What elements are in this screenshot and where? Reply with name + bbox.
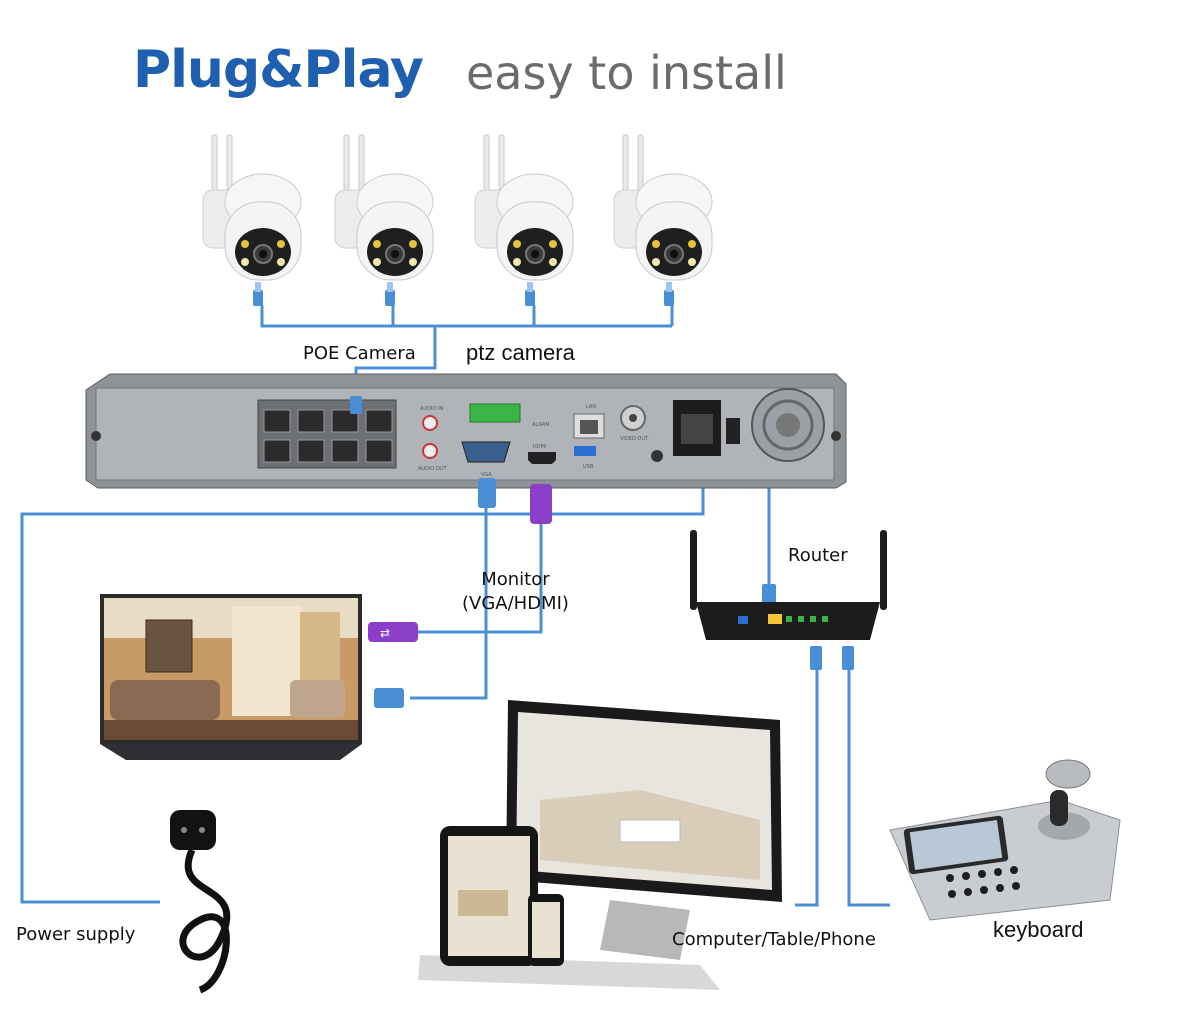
tablet-icon (440, 826, 538, 966)
camera-3-icon (474, 134, 574, 307)
phone-icon (528, 894, 564, 966)
video-out-label: VIDEO OUT (620, 436, 649, 442)
title-brand: Plug&Play (133, 40, 424, 100)
monitor-label-line1: Monitor (481, 569, 550, 590)
router-label: Router (788, 545, 848, 566)
audio-in-label: AUDIO IN (420, 406, 443, 412)
svg-text:⇄: ⇄ (380, 626, 390, 640)
hdmi-label: HDMI (533, 444, 546, 450)
title-tagline: easy to install (466, 46, 787, 100)
hdmi-cable (418, 520, 543, 634)
router-icon (690, 530, 887, 670)
vga-label: VGA (481, 472, 492, 478)
vga-plug-icon (374, 478, 496, 708)
camera-2-icon (334, 134, 434, 307)
hdmi-plug-icon: ⇄ (368, 484, 552, 642)
ptz-keyboard-icon (889, 759, 1121, 921)
power-cable-icon (170, 810, 231, 994)
ptz-camera-label: ptz camera (466, 340, 575, 365)
monitor-label-line2: (VGA/HDMI) (462, 593, 569, 614)
camera-1-icon (202, 134, 302, 307)
lan-label: LAN (586, 404, 596, 410)
keyboard-label: keyboard (993, 917, 1084, 942)
power-supply-label: Power supply (16, 924, 136, 945)
poe-camera-label: POE Camera (303, 343, 416, 364)
alarm-label: ALARM (532, 422, 550, 428)
computer-label: Computer/Table/Phone (672, 929, 876, 950)
desktop-computer-icon (418, 700, 782, 990)
camera-4-icon (613, 134, 713, 307)
monitor-label: Monitor (VGA/HDMI) (462, 568, 569, 616)
tv-monitor-icon (100, 594, 362, 760)
nvr-icon: AUDIO IN AUDIO OUT ALARM VGA HDMI LAN US… (85, 373, 847, 489)
audio-out-label: AUDIO OUT (418, 466, 448, 472)
usb-label: USB (583, 464, 594, 470)
